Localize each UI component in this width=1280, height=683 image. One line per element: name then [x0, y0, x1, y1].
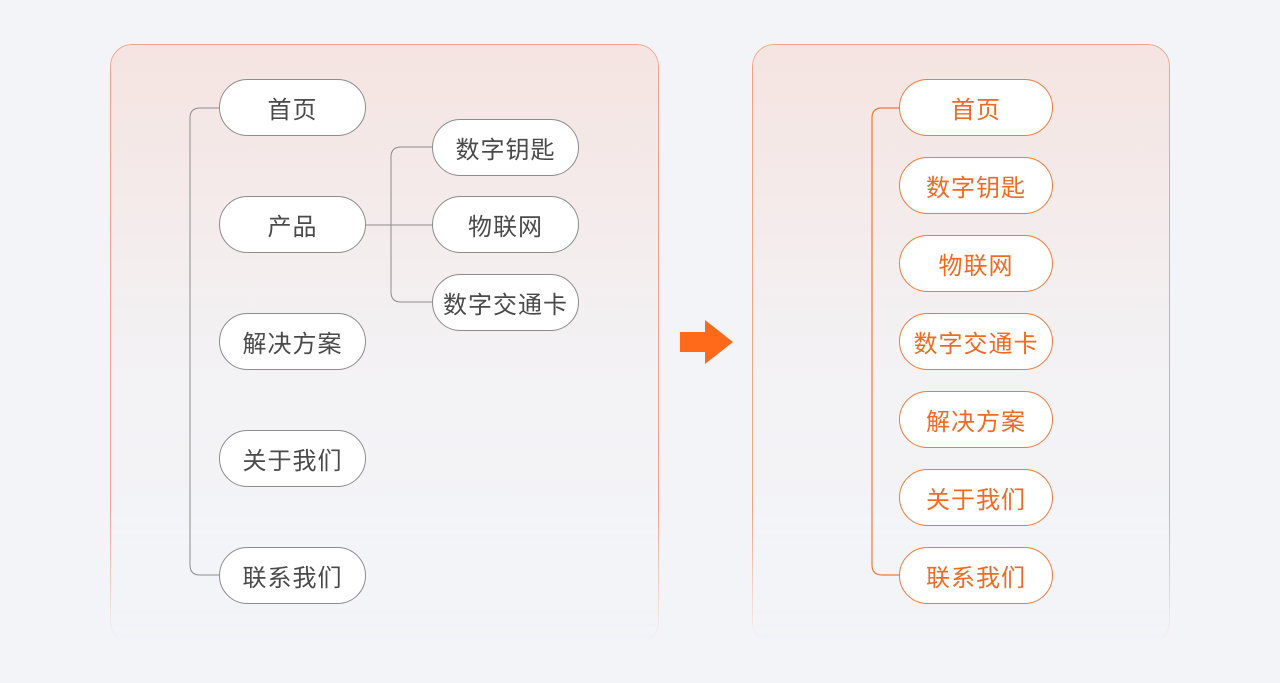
- before-panel: [110, 44, 659, 644]
- before-sub-item-iot: 物联网: [432, 196, 579, 253]
- right-arrow-icon: [680, 320, 733, 364]
- after-nav-item-transit-card: 数字交通卡: [899, 313, 1053, 370]
- after-nav-item-contact: 联系我们: [899, 547, 1053, 604]
- before-nav-item-contact: 联系我们: [219, 547, 366, 604]
- before-nav-item-about: 关于我们: [219, 430, 366, 487]
- after-nav-item-solutions: 解决方案: [899, 391, 1053, 448]
- before-nav-item-home: 首页: [219, 79, 366, 136]
- before-sub-item-digital-key: 数字钥匙: [432, 119, 579, 176]
- after-nav-item-iot: 物联网: [899, 235, 1053, 292]
- before-nav-item-solutions: 解决方案: [219, 313, 366, 370]
- before-sub-item-transit-card: 数字交通卡: [432, 274, 579, 331]
- after-nav-item-about: 关于我们: [899, 469, 1053, 526]
- after-nav-item-digital-key: 数字钥匙: [899, 157, 1053, 214]
- before-nav-item-products: 产品: [219, 196, 366, 253]
- after-nav-item-home: 首页: [899, 79, 1053, 136]
